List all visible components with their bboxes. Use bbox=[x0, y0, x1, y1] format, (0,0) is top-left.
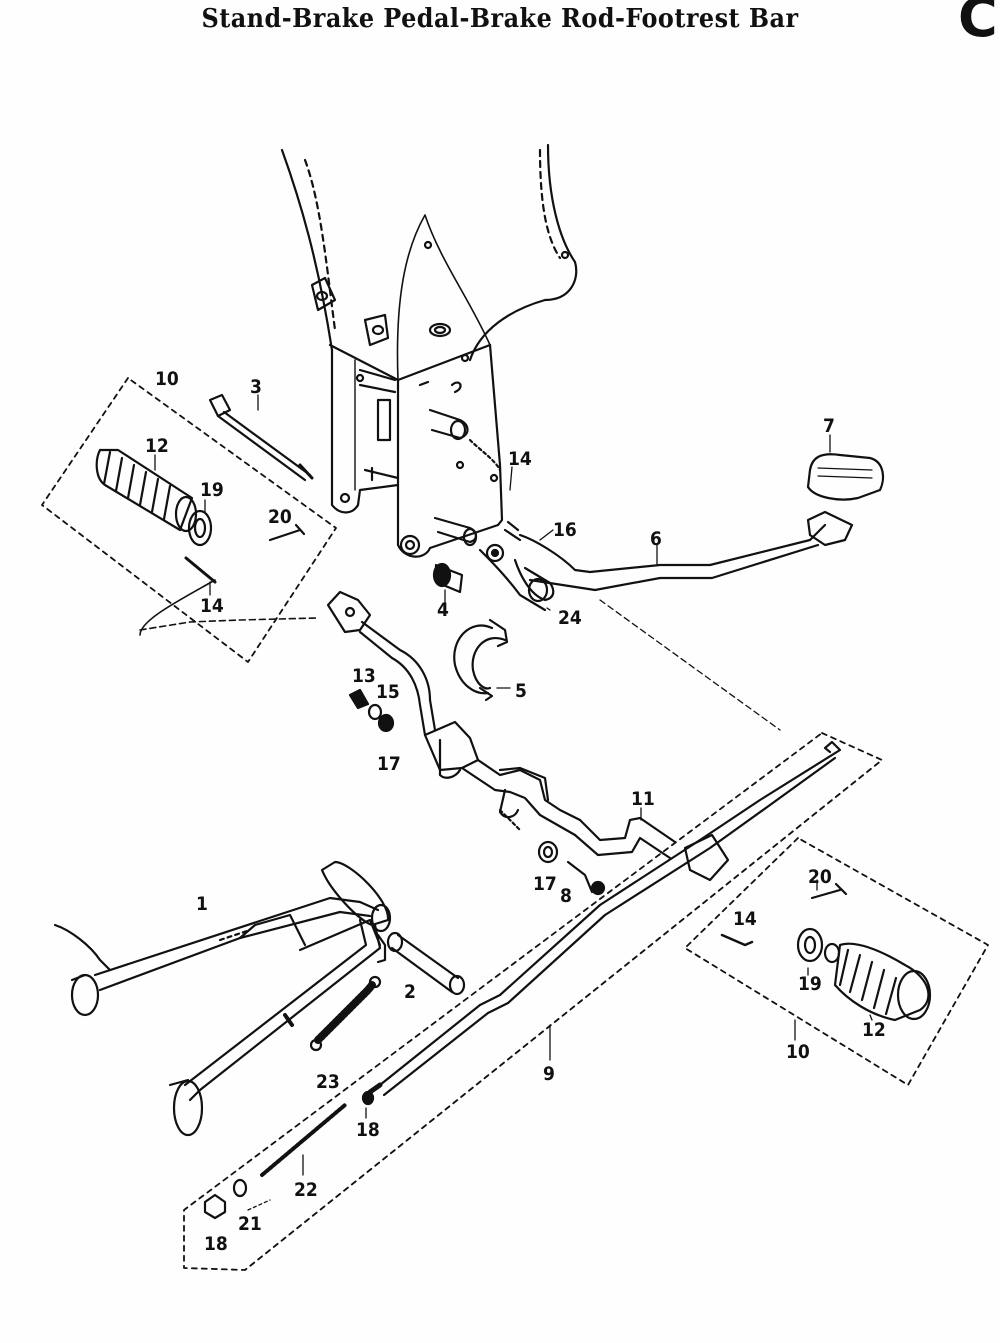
nut-18-mid bbox=[361, 1090, 375, 1106]
spring-23 bbox=[309, 975, 382, 1052]
callout-13: 13 bbox=[352, 665, 376, 687]
callout-14-right: 14 bbox=[733, 908, 757, 930]
callout-24: 24 bbox=[558, 607, 582, 629]
left-footrest-group bbox=[41, 377, 337, 663]
callout-9: 9 bbox=[543, 1063, 555, 1085]
callout-23: 23 bbox=[316, 1071, 340, 1093]
callout-1: 1 bbox=[196, 893, 208, 915]
bolt-13-nut-15 bbox=[348, 688, 383, 721]
callout-10-right: 10 bbox=[786, 1041, 810, 1063]
right-footrest-group bbox=[684, 837, 989, 1086]
callout-20-right: 20 bbox=[808, 866, 832, 888]
spring-24 bbox=[478, 543, 547, 612]
callout-12-left: 12 bbox=[145, 435, 169, 457]
washer-21 bbox=[232, 1178, 248, 1198]
pivot-shaft-2 bbox=[386, 931, 466, 996]
right-washer bbox=[796, 927, 824, 963]
washer-17-top bbox=[377, 713, 395, 733]
callout-2: 2 bbox=[404, 981, 416, 1003]
callout-22: 22 bbox=[294, 1179, 318, 1201]
brake-pedal-6 bbox=[503, 510, 854, 603]
callout-11: 11 bbox=[631, 788, 655, 810]
right-footrest-rubber bbox=[823, 942, 932, 1022]
callout-5: 5 bbox=[515, 680, 527, 702]
cotter-8 bbox=[566, 860, 606, 896]
callout-3: 3 bbox=[250, 376, 262, 398]
callout-15: 15 bbox=[376, 681, 400, 703]
footrest-bar-9 bbox=[367, 740, 842, 1097]
callout-8: 8 bbox=[560, 885, 572, 907]
callout-14-frame: 14 bbox=[508, 448, 532, 470]
callout-7: 7 bbox=[823, 415, 835, 437]
collar-4 bbox=[432, 562, 464, 594]
callout-16: 16 bbox=[553, 519, 577, 541]
callout-labels: 10 3 12 19 20 14 14 7 16 6 4 24 5 13 15 … bbox=[145, 368, 886, 1255]
callout-19-left: 19 bbox=[200, 479, 224, 501]
right-cotter-14 bbox=[720, 933, 754, 947]
nut-18-bottom bbox=[203, 1193, 227, 1220]
callout-14-left: 14 bbox=[200, 595, 224, 617]
left-washer bbox=[187, 509, 213, 547]
corner-mark: C bbox=[958, 0, 998, 49]
bolt-22 bbox=[260, 1103, 347, 1177]
callout-10-left: 10 bbox=[155, 368, 179, 390]
left-footrest-rubber bbox=[95, 448, 198, 533]
page-title: Stand-Brake Pedal-Brake Rod-Footrest Bar bbox=[201, 4, 799, 34]
footrest-bar-9-group bbox=[183, 732, 883, 1271]
washer-17-bottom bbox=[537, 840, 559, 864]
callout-12-right: 12 bbox=[862, 1019, 886, 1041]
main-stand-1 bbox=[53, 860, 392, 1137]
pipe-bracket-5 bbox=[453, 618, 509, 702]
callout-17-top: 17 bbox=[377, 753, 401, 775]
left-cotter-14 bbox=[184, 556, 217, 584]
bolt-3 bbox=[208, 393, 314, 482]
callout-17-bottom: 17 bbox=[533, 873, 557, 895]
callout-20-left: 20 bbox=[268, 506, 292, 528]
frame-body bbox=[280, 143, 578, 558]
callout-18-bottom: 18 bbox=[204, 1233, 228, 1255]
brake-rod-11 bbox=[326, 590, 677, 860]
left-pin-20 bbox=[268, 523, 306, 542]
callout-6: 6 bbox=[650, 528, 662, 550]
callout-4: 4 bbox=[437, 599, 449, 621]
pedal-rubber-7 bbox=[806, 453, 885, 501]
leader-lines bbox=[139, 394, 873, 1211]
callout-19-right: 19 bbox=[798, 973, 822, 995]
callout-21: 21 bbox=[238, 1213, 262, 1235]
right-pin-20 bbox=[810, 882, 848, 900]
callout-18-mid: 18 bbox=[356, 1119, 380, 1141]
